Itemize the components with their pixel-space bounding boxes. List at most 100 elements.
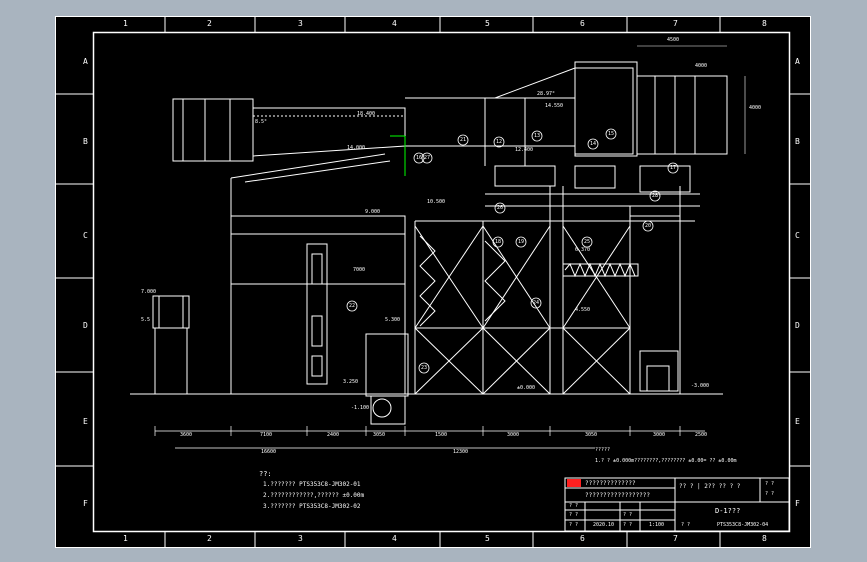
- col-label: 6: [580, 534, 585, 543]
- dim-label: 9.000: [365, 209, 381, 215]
- note-line: 1.??????? PTS353C8-JM302-01: [263, 481, 361, 488]
- drawing-sheet: 1 2 3 4 5 6 7 8 1 2 3 4 5 6 7 8 A B C D …: [55, 16, 811, 548]
- inner-border: [92, 31, 791, 533]
- part-number: 26: [497, 205, 504, 211]
- row-label: E: [795, 417, 800, 426]
- green-markers: [390, 135, 406, 176]
- dim-label: 5.5: [141, 317, 151, 323]
- dim-label: -1.100: [351, 405, 370, 411]
- row-label: B: [83, 137, 88, 146]
- outer-frame: [55, 16, 811, 548]
- screw-conveyor: [562, 262, 639, 278]
- row-label: D: [795, 321, 800, 330]
- title-cell: ? ?: [623, 512, 633, 518]
- dim-label: 18.400: [357, 111, 376, 117]
- part-number: 21: [460, 137, 467, 143]
- title-cell: ? ?: [569, 503, 579, 509]
- sheet-name: ?? ? | 2?? ?? ? ?: [679, 483, 741, 490]
- drawing-date: 2020.10: [593, 522, 615, 528]
- dim-label: 1500: [435, 432, 448, 438]
- dim-label: 14.550: [545, 103, 564, 109]
- dim-label: 4500: [667, 37, 680, 43]
- part-number: 16: [416, 155, 423, 161]
- dim-label: 3050: [585, 432, 598, 438]
- dimension-lines: [154, 426, 705, 449]
- top-duct-left: [172, 98, 406, 162]
- col-label: 8: [762, 534, 767, 543]
- dim-label: 8.5°: [255, 119, 268, 125]
- part-number: 22: [349, 303, 356, 309]
- row-label: B: [795, 137, 800, 146]
- part-number: 14: [590, 141, 597, 147]
- dim-label: 3000: [653, 432, 666, 438]
- dim-label: 3000: [507, 432, 520, 438]
- dim-label: 6.370: [575, 247, 591, 253]
- part-number: 25: [584, 239, 591, 245]
- row-label: F: [83, 499, 88, 508]
- dim-label: 7000: [353, 267, 366, 273]
- drawing-title: D-1???: [715, 507, 741, 515]
- col-label: 1: [123, 19, 128, 28]
- col-label: 5: [485, 19, 490, 28]
- dim-label: 7100: [260, 432, 273, 438]
- filter-body: [230, 153, 409, 425]
- col-label: 2: [207, 534, 212, 543]
- side-note: 1.? ? ±0.000m????????,???????? ±0.00= ??…: [595, 458, 737, 464]
- row-label: F: [795, 499, 800, 508]
- part-number: 19: [518, 239, 525, 245]
- left-tower: [152, 295, 190, 394]
- part-number: 28: [652, 193, 659, 199]
- part-circles: [346, 128, 679, 374]
- title-cell: ? ?: [623, 522, 633, 528]
- row-label: D: [83, 321, 88, 330]
- dim-label: 4.550: [575, 307, 591, 313]
- row-label: E: [83, 417, 88, 426]
- col-label: 4: [392, 534, 397, 543]
- dim-label: 14.000: [347, 145, 366, 151]
- col-label: 8: [762, 19, 767, 28]
- title-row: ??????????????????: [585, 492, 651, 499]
- dim-label: 7.000: [141, 289, 157, 295]
- part-number: 23: [421, 365, 428, 371]
- notes-heading: ??:: [259, 470, 272, 478]
- col-label: 3: [298, 19, 303, 28]
- side-note: ?????: [595, 447, 611, 453]
- col-label: 3: [298, 534, 303, 543]
- dim-label: -3.000: [691, 383, 710, 389]
- right-small: ? ?: [765, 491, 775, 497]
- part-number: 17: [670, 165, 677, 171]
- dim-label: 2500: [695, 432, 708, 438]
- title-cell: ? ?: [569, 522, 579, 528]
- dim-label: 12300: [453, 449, 469, 455]
- dim-label: 5.300: [385, 317, 401, 323]
- note-line: 3.??????? PTS353C8-JM302-02: [263, 503, 361, 510]
- col-label: 6: [580, 19, 585, 28]
- logo-mark: [567, 479, 581, 487]
- col-label: 4: [392, 19, 397, 28]
- dim-label: 3600: [180, 432, 193, 438]
- cad-drawing: [55, 16, 811, 548]
- part-number: 13: [534, 133, 541, 139]
- part-number: 15: [608, 131, 615, 137]
- note-line: 2.????????????,?????? ±0.00m: [263, 492, 365, 499]
- col-label: 1: [123, 534, 128, 543]
- dim-label: 10.500: [427, 199, 446, 205]
- grid-ticks: [56, 17, 810, 547]
- part-number: 18: [495, 239, 502, 245]
- dim-label: 12.400: [515, 147, 534, 153]
- title-cell: ? ?: [569, 512, 579, 518]
- drawing-number: PTS353C8-JM302-04: [717, 522, 769, 528]
- row-label: C: [83, 231, 88, 240]
- dim-label: 2400: [327, 432, 340, 438]
- row-label: C: [795, 231, 800, 240]
- row-label: A: [795, 57, 800, 66]
- part-number: 27: [424, 155, 431, 161]
- top-equipment: [485, 165, 700, 207]
- dim-label: 4000: [749, 105, 762, 111]
- mid-duct: [405, 97, 575, 166]
- part-number: 12: [496, 139, 503, 145]
- title-cell: ? ?: [681, 522, 691, 528]
- steel-structure: [414, 186, 695, 395]
- drawing-scale: 1:100: [649, 522, 665, 528]
- top-hopper-right: [494, 45, 746, 157]
